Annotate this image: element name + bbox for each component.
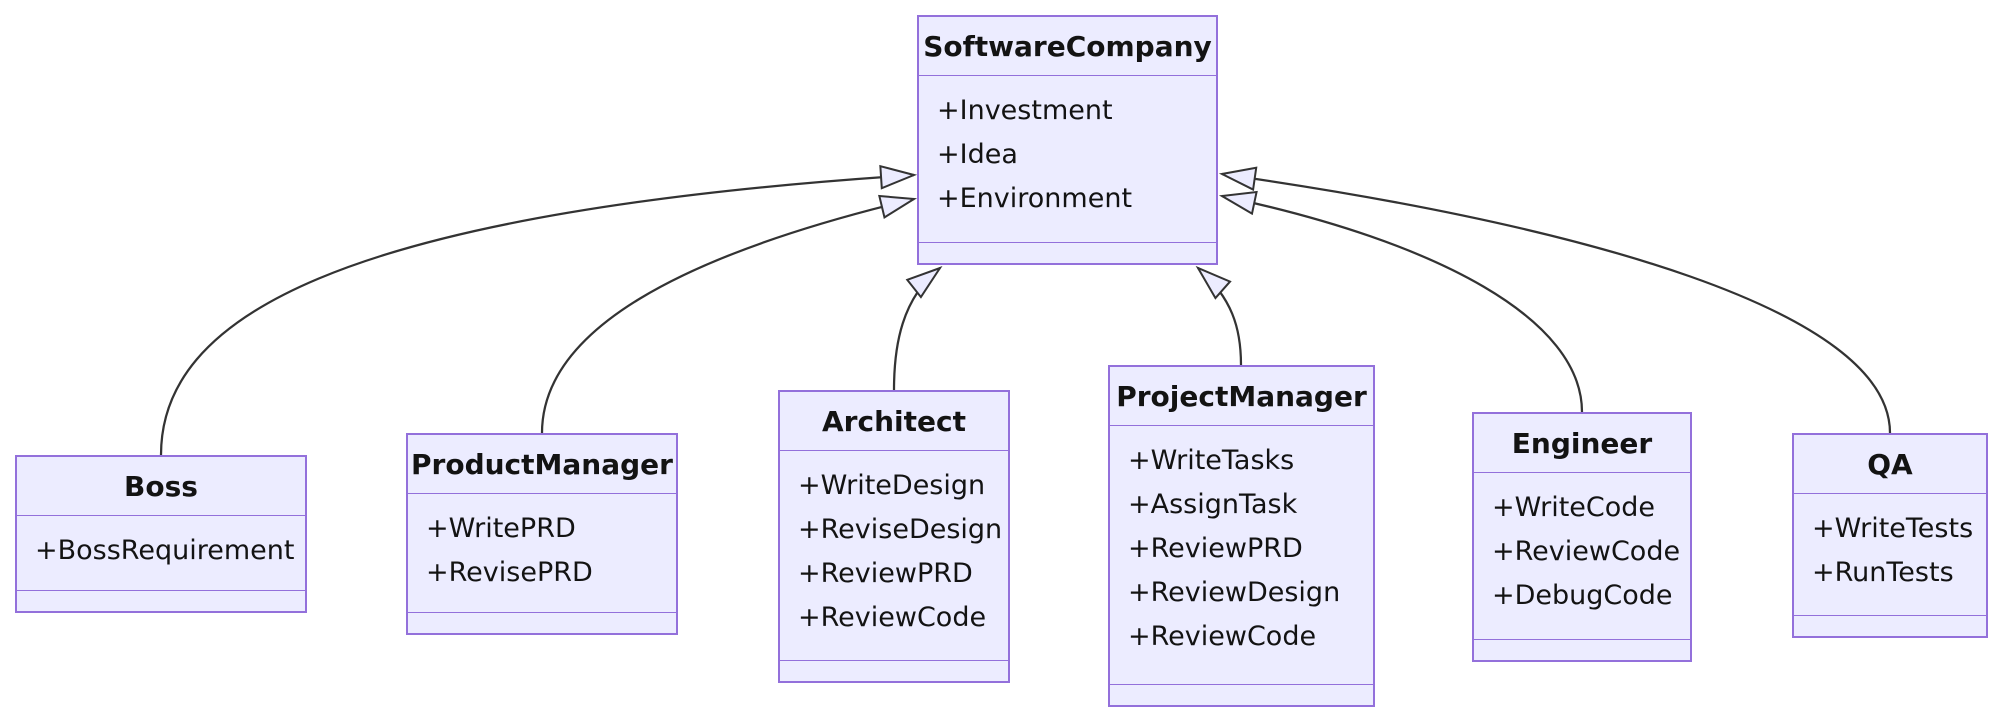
class-methods-empty <box>780 661 1008 681</box>
class-attribute: +WritePRD <box>426 513 576 544</box>
class-attribute: +WriteCode <box>1492 492 1656 523</box>
class-attribute: +WriteTests <box>1812 513 1974 544</box>
edge-boss-inherits-softwarecompany <box>159 164 918 456</box>
class-box-architect: Architect +WriteDesign +ReviseDesign +Re… <box>778 390 1010 683</box>
class-methods-empty <box>1474 640 1690 660</box>
class-title: SoftwareCompany <box>919 17 1216 76</box>
class-attribute: +WriteDesign <box>798 470 986 501</box>
class-attributes: +WriteTests +RunTests <box>1794 494 1986 616</box>
edge-productmanager-inherits-softwarecompany <box>540 194 918 434</box>
class-title: QA <box>1794 435 1986 494</box>
class-box-projectmanager: ProjectManager +WriteTasks +AssignTask +… <box>1108 365 1375 707</box>
class-title: Architect <box>780 392 1008 451</box>
class-attribute: +ReviewDesign <box>1128 577 1341 608</box>
class-attribute: +Environment <box>937 183 1133 214</box>
class-attribute: +ReviewCode <box>798 602 987 633</box>
edge-architect-inherits-softwarecompany <box>892 266 943 391</box>
class-box-productmanager: ProductManager +WritePRD +RevisePRD <box>406 433 678 635</box>
edge-projectmanager-inherits-softwarecompany <box>1195 265 1243 366</box>
class-attributes: +WriteTasks +AssignTask +ReviewPRD +Revi… <box>1110 426 1373 685</box>
class-attribute: +Investment <box>937 95 1113 126</box>
class-title: ProjectManager <box>1110 367 1373 426</box>
class-methods-empty <box>408 613 676 633</box>
class-attribute: +RevisePRD <box>426 557 593 588</box>
class-attribute: +ReviewPRD <box>1128 533 1303 564</box>
class-methods-empty <box>1110 685 1373 705</box>
class-box-qa: QA +WriteTests +RunTests <box>1792 433 1988 638</box>
class-attributes: +Investment +Idea +Environment <box>919 76 1216 243</box>
class-attributes: +WriteCode +ReviewCode +DebugCode <box>1474 473 1690 640</box>
class-attribute: +ReviewCode <box>1128 621 1317 652</box>
class-methods-empty <box>17 591 305 611</box>
edge-qa-inherits-softwarecompany <box>1218 166 1892 434</box>
class-methods-empty <box>919 243 1216 263</box>
class-attributes: +BossRequirement <box>17 516 305 591</box>
class-attribute: +ReviewPRD <box>798 558 973 589</box>
class-box-engineer: Engineer +WriteCode +ReviewCode +DebugCo… <box>1472 412 1692 662</box>
class-attribute: +RunTests <box>1812 557 1954 588</box>
class-title: ProductManager <box>408 435 676 494</box>
class-attribute: +ReviewCode <box>1492 536 1681 567</box>
class-attributes: +WriteDesign +ReviseDesign +ReviewPRD +R… <box>780 451 1008 661</box>
class-attribute: +Idea <box>937 139 1018 170</box>
class-attribute: +WriteTasks <box>1128 445 1295 476</box>
class-title: Boss <box>17 457 305 516</box>
class-attributes: +WritePRD +RevisePRD <box>408 494 676 613</box>
class-attribute: +BossRequirement <box>35 535 295 566</box>
class-attribute: +DebugCode <box>1492 580 1673 611</box>
class-attribute: +AssignTask <box>1128 489 1298 520</box>
edge-engineer-inherits-softwarecompany <box>1218 190 1584 413</box>
class-attribute: +ReviseDesign <box>798 514 1003 545</box>
class-box-boss: Boss +BossRequirement <box>15 455 307 613</box>
class-methods-empty <box>1794 616 1986 636</box>
class-box-softwarecompany: SoftwareCompany +Investment +Idea +Envir… <box>917 15 1218 265</box>
class-title: Engineer <box>1474 414 1690 473</box>
